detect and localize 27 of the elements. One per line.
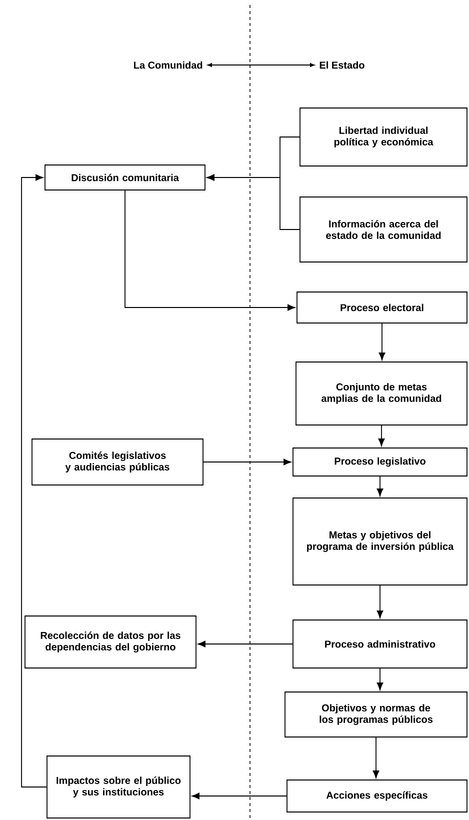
arrow [376,476,384,496]
process-box: Proceso electoral [296,292,468,324]
process-box: Proceso administrativo [292,620,468,668]
arrow [376,668,384,690]
process-box: Impactos sobre el público y sus instituciones [46,756,190,818]
process-box: Discusión comunitaria [44,164,206,190]
process-box: Información acerca del estado de la comunidad [300,196,468,262]
arrow [378,425,385,446]
process-box: Comités legislativos y audiencias públicas [32,438,204,486]
region-label: El Estado [320,61,364,69]
arrow [203,458,292,466]
arrow [198,640,293,648]
process-box: Proceso legislativo [292,448,468,476]
arrow [206,174,300,230]
process-box: Recolección de datos por las dependencias del gobierno [24,616,196,668]
arrow [124,190,296,311]
process-box: Conjunto de metas amplias de la comunidad [296,362,468,426]
process-box: Metas y objetivos del programa de inversión pública [292,498,468,586]
process-box: Libertad individual política y económica [300,108,468,166]
arrow [192,792,287,800]
region-label: La Comunidad [134,61,202,69]
arrow [378,323,386,360]
process-box: Acciones específicas [286,780,468,812]
process-box: Objetivos y normas de los programas públicos [284,692,468,738]
arrow [376,585,384,618]
arrow [21,174,47,788]
arrow [372,737,380,778]
